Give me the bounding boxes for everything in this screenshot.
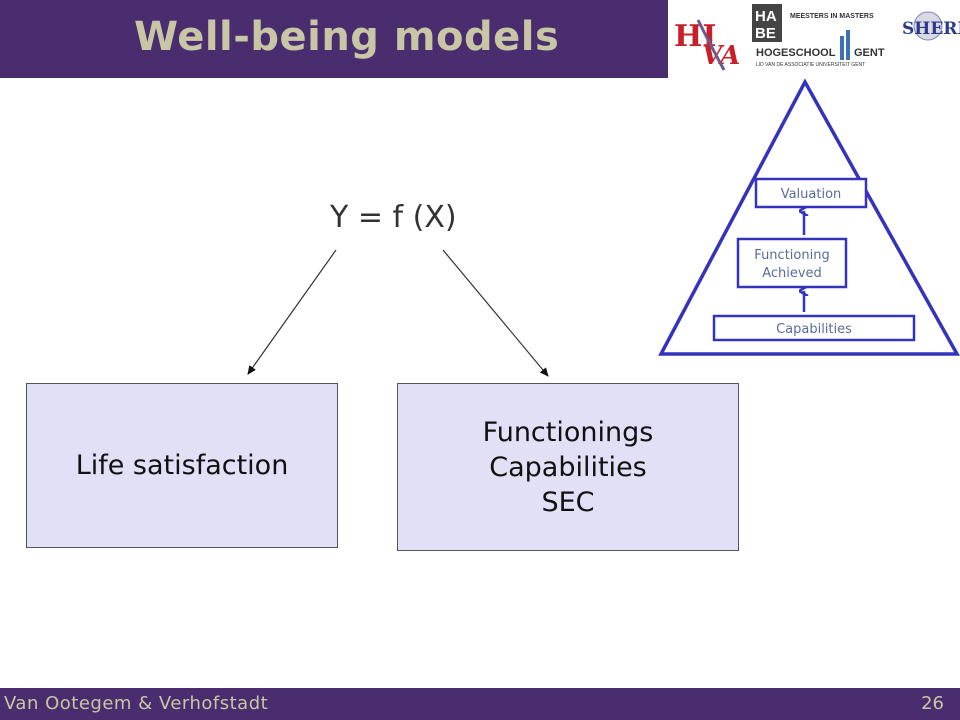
sec-line: SEC [541, 486, 595, 518]
life-satisfaction-label: Life satisfaction [75, 450, 289, 481]
page-number: 26 [921, 693, 944, 714]
valuation-label: Valuation [781, 187, 842, 202]
functionings-line: Functionings [482, 416, 654, 448]
pyramid-level-functioning [736, 237, 848, 289]
formula: Y = f (X) [330, 200, 457, 235]
functioning-label-line1: Functioning [754, 248, 829, 263]
haebe-logo: HA BE MEESTERS IN MASTERS [752, 4, 874, 42]
hogeschool-mark-2 [846, 30, 850, 60]
sherppa-emblem [913, 11, 943, 41]
haebe-logo-text-bottom: BE [755, 25, 776, 42]
partner-logos: HI VA HA BE MEESTERS IN MASTERS HOGESCHO… [674, 4, 960, 71]
capabilities-line: Capabilities [489, 451, 647, 483]
lid-text: LID VAN DE ASSOCIATIE UNIVERSITEIT GENT [756, 62, 865, 68]
functioning-label-line2: Achieved [762, 266, 822, 281]
hogeschool-text: HOGESCHOOL [756, 47, 836, 59]
pyramid-level-capabilities [712, 314, 916, 342]
hiva-logo-text-1: HI [674, 19, 716, 54]
sherppa-text: SHERPPA [902, 19, 960, 39]
hogeschool-mark-1 [840, 36, 844, 60]
arrow-to-life-satisfaction [247, 249, 337, 375]
gent-text: GENT [854, 47, 885, 59]
pyramid-outline [658, 78, 960, 356]
hiva-logo: HI VA [674, 19, 740, 71]
title-bar: Well-being models [0, 0, 668, 78]
capabilities-label: Capabilities [776, 322, 852, 337]
sherppa-logo: SHERPPA [902, 11, 960, 41]
meesters-text: MEESTERS IN MASTERS [790, 13, 874, 20]
footer-bar: Van Ootegem & Verhofstadt 26 [0, 688, 960, 720]
hogeschool-gent-logo: HOGESCHOOL GENT LID VAN DE ASSOCIATIE UN… [756, 30, 885, 68]
arrow-to-functionings [442, 249, 549, 377]
slide-title: Well-being models [134, 14, 560, 60]
life-satisfaction-box: Life satisfaction [26, 383, 338, 548]
functionings-box: Functionings Capabilities SEC [397, 383, 739, 551]
capability-pyramid: Valuation Functioning Achieved Capabilit… [658, 78, 960, 356]
haebe-logo-block [752, 4, 782, 42]
pyramid-level-valuation [754, 177, 868, 209]
haebe-logo-text-top: HA [755, 8, 777, 25]
hiva-swoosh [696, 19, 726, 71]
footer-authors: Van Ootegem & Verhofstadt [4, 693, 269, 714]
